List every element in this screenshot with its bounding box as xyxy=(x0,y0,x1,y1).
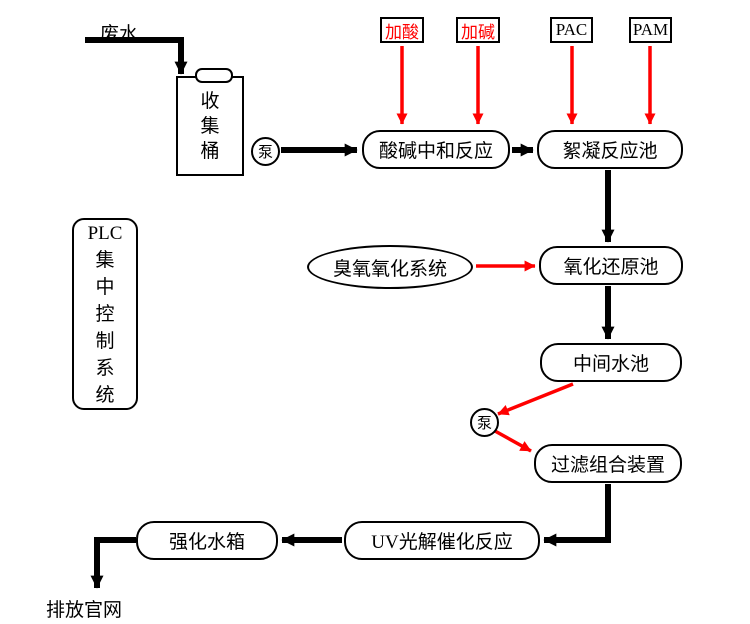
collection-bucket: 收集桶 xyxy=(176,68,244,176)
arrow-filter-to-uv xyxy=(543,484,611,547)
flocculation-tank: 絮凝反应池 xyxy=(537,130,683,169)
acid-dosing-box: 加酸 xyxy=(380,17,424,43)
pump2: 泵 xyxy=(470,408,499,437)
redox-tank: 氧化还原池 xyxy=(539,246,683,285)
collection-bucket-label: 收集桶 xyxy=(200,90,220,162)
arrow-pump2-to-filter xyxy=(494,429,532,453)
alkali-dosing-box: 加碱 xyxy=(456,17,500,43)
pump1-label: 泵 xyxy=(257,145,273,161)
ozone-system: 臭氧氧化系统 xyxy=(307,245,473,289)
plc-title: PLC xyxy=(87,222,123,244)
uv-reactor: UV光解催化反应 xyxy=(344,521,540,560)
filter-unit: 过滤组合装置 xyxy=(534,444,682,483)
boost-tank: 强化水箱 xyxy=(136,521,278,560)
intermediate-tank: 中间水池 xyxy=(540,343,682,382)
wastewater-label: 废水 xyxy=(100,24,139,45)
plc-control-system: PLC 集中控制系统 xyxy=(72,218,138,410)
discharge-label: 排放官网 xyxy=(46,600,123,621)
bucket-cap xyxy=(195,68,233,83)
arrow-intermediate-to-pump2 xyxy=(497,382,574,416)
main-flow-arrows xyxy=(85,37,615,589)
pump1: 泵 xyxy=(251,137,280,166)
plc-body: 集中控制系统 xyxy=(95,249,115,406)
pam-dosing-box: PAM xyxy=(629,17,672,43)
pac-dosing-box: PAC xyxy=(550,17,593,43)
pump2-label: 泵 xyxy=(476,416,492,432)
neutralization-tank: 酸碱中和反应 xyxy=(362,130,510,169)
arrow-boost-tank-to-discharge xyxy=(90,537,136,589)
